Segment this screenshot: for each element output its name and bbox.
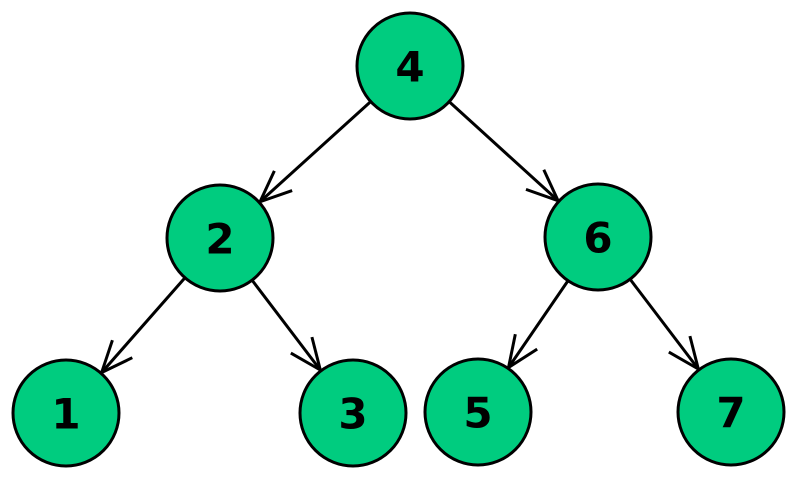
arrowhead-barb-2 <box>310 336 322 371</box>
tree-edge <box>100 277 186 374</box>
arrowhead-barb-2 <box>507 347 538 369</box>
node-circle[interactable] <box>676 357 786 467</box>
edge-line <box>448 101 560 202</box>
tree-node-3[interactable]: 3 <box>298 358 408 468</box>
arrowhead-barb-1 <box>100 339 114 373</box>
edge-line <box>100 277 186 374</box>
node-circle[interactable] <box>543 182 653 292</box>
arrowhead-barb-2 <box>259 189 293 204</box>
node-circle[interactable] <box>11 358 121 468</box>
tree-node-5[interactable]: 5 <box>423 357 533 467</box>
tree-edge <box>507 280 569 369</box>
node-circle[interactable] <box>298 358 408 468</box>
tree-edge <box>629 279 700 371</box>
edge-line <box>251 280 322 371</box>
arrowhead-barb-2 <box>688 335 700 370</box>
edge-line <box>259 101 371 203</box>
arrowhead-barb-2 <box>542 169 560 202</box>
tree-edge <box>258 101 371 204</box>
arrowhead-barb-1 <box>258 170 276 203</box>
tree-node-1[interactable]: 1 <box>11 358 121 468</box>
edge-line <box>629 279 700 370</box>
edge-line <box>507 280 569 369</box>
node-circle[interactable] <box>423 357 533 467</box>
tree-node-2[interactable]: 2 <box>165 183 275 293</box>
tree-node-7[interactable]: 7 <box>676 357 786 467</box>
tree-edge <box>251 280 322 372</box>
arrowhead-barb-1 <box>525 187 559 203</box>
node-circle[interactable] <box>165 183 275 293</box>
arrowhead-barb-2 <box>101 356 133 374</box>
edges-layer <box>100 101 700 374</box>
arrowhead-barb-1 <box>290 351 322 372</box>
node-circle[interactable] <box>355 11 465 121</box>
arrowhead-barb-1 <box>507 333 517 368</box>
tree-edge <box>448 101 560 203</box>
tree-node-6[interactable]: 6 <box>543 182 653 292</box>
arrowhead-barb-1 <box>668 350 700 371</box>
tree-node-4[interactable]: 4 <box>355 11 465 121</box>
